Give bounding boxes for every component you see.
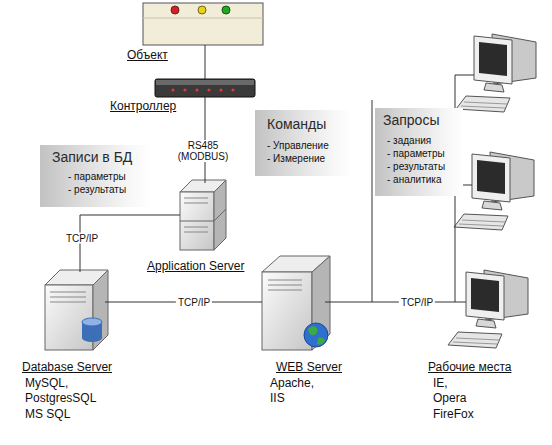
- info-panel: Запросы - задания- параметры- результаты-…: [375, 108, 463, 196]
- server-icon: [262, 256, 330, 350]
- node-text: Apache,: [270, 377, 314, 391]
- connector-line: [205, 64, 206, 76]
- server-node: Database ServerMySQL,PostgresSQL MS SQL: [20, 266, 135, 428]
- node-title: Команды: [267, 116, 326, 132]
- node-text: MySQL,: [25, 377, 68, 391]
- info-panel: Записи в БД - параметры- результаты: [40, 145, 150, 207]
- info-panel: Команды - Управление- Измерение: [255, 110, 351, 176]
- node-text: PostgresSQL: [25, 392, 96, 406]
- node-title: Записи в БД: [52, 149, 132, 165]
- node-title: Контроллер: [110, 100, 176, 114]
- node-text: - результаты: [68, 184, 126, 196]
- workstation-node: Рабочие местаIE,OperaFireFox: [425, 266, 547, 426]
- node-text: - аналитика: [387, 174, 442, 186]
- connector-label: TCP/IP: [176, 297, 212, 308]
- server-icon: [45, 270, 108, 350]
- object-device: [143, 3, 263, 45]
- node-text: Opera: [433, 392, 466, 406]
- node-title: Database Server: [22, 361, 112, 375]
- node-text: IE,: [433, 377, 448, 391]
- node-text: - Измерение: [267, 153, 325, 165]
- controller-device: [155, 79, 255, 97]
- device-node: Объект: [125, 2, 267, 64]
- connector-label: TCP/IP: [399, 297, 435, 308]
- server-node: WEB ServerApache,IIS: [258, 253, 350, 413]
- server-node: Application Server: [145, 176, 257, 278]
- node-title: Application Server: [147, 260, 244, 274]
- node-title: Запросы: [383, 112, 439, 128]
- node-text: - результаты: [387, 161, 445, 173]
- node-title: Объект: [127, 49, 168, 63]
- node-text: - параметры: [68, 171, 126, 183]
- computer-icon: [456, 34, 536, 112]
- device-node: Контроллер: [108, 76, 258, 116]
- node-text: - задания: [387, 135, 431, 147]
- connector-label: TCP/IP: [64, 233, 100, 244]
- node-text: IIS: [270, 392, 285, 406]
- server-icon: [180, 180, 226, 250]
- computer-icon: [448, 270, 528, 348]
- connector-label: RS485 (MODBUS): [174, 140, 232, 162]
- node-text: - Управление: [267, 140, 329, 152]
- node-title: Рабочие места: [428, 361, 511, 375]
- node-text: MS SQL: [25, 408, 70, 422]
- node-text: FireFox: [433, 408, 474, 422]
- node-title: WEB Server: [276, 361, 342, 375]
- computer-icon: [454, 152, 534, 230]
- node-text: - параметры: [387, 148, 445, 160]
